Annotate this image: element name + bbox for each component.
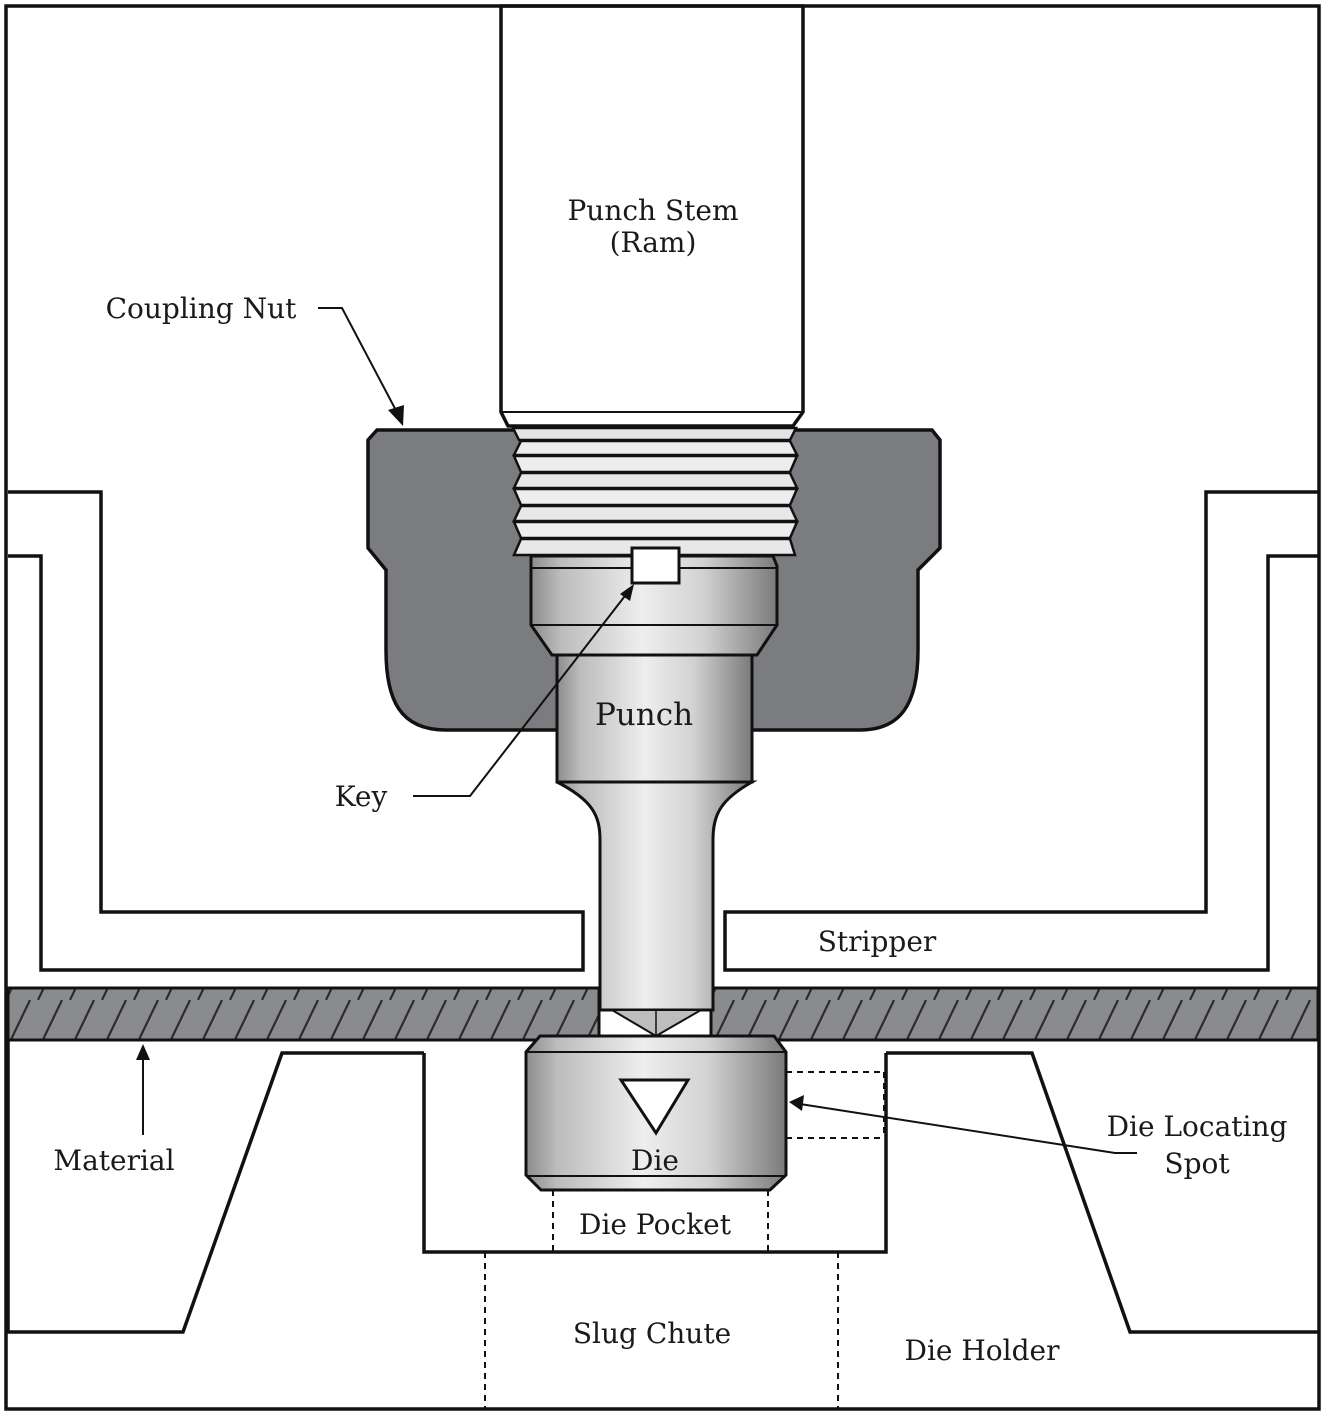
label-punch-stem-ram: (Ram) [610,226,697,259]
slug-chute-dashes [484,1252,839,1408]
label-slug-chute: Slug Chute [573,1317,731,1350]
leader-lines [136,307,1137,1154]
label-die: Die [631,1144,679,1177]
label-die-locating-spot: Die Locating [1107,1110,1288,1143]
label-die-locating-spot-2: Spot [1164,1147,1230,1180]
punch-threads [510,426,800,557]
punch-stem [499,4,805,428]
label-key: Key [335,780,388,813]
label-die-holder: Die Holder [905,1334,1061,1367]
label-stripper: Stripper [818,925,937,958]
die-holder [6,1040,1318,1334]
die-locating-arrowhead [789,1095,804,1111]
material-arrowhead [136,1044,150,1060]
key [630,546,681,585]
label-material: Material [53,1144,174,1177]
punch-body [529,554,779,1038]
material-strip [6,986,1320,1042]
key-arrowhead [620,584,634,601]
label-punch-stem: Punch Stem [567,194,738,227]
label-die-pocket: Die Pocket [579,1208,732,1241]
label-punch: Punch [595,697,693,733]
labels: Punch Stem (Ram) Coupling Nut Punch Key … [53,194,1287,1367]
die-orientation-icon [618,1078,691,1136]
die [524,1034,788,1192]
coupling-nut-arrowhead [388,405,404,426]
stripper [8,490,1318,972]
label-coupling-nut: Coupling Nut [106,292,298,325]
